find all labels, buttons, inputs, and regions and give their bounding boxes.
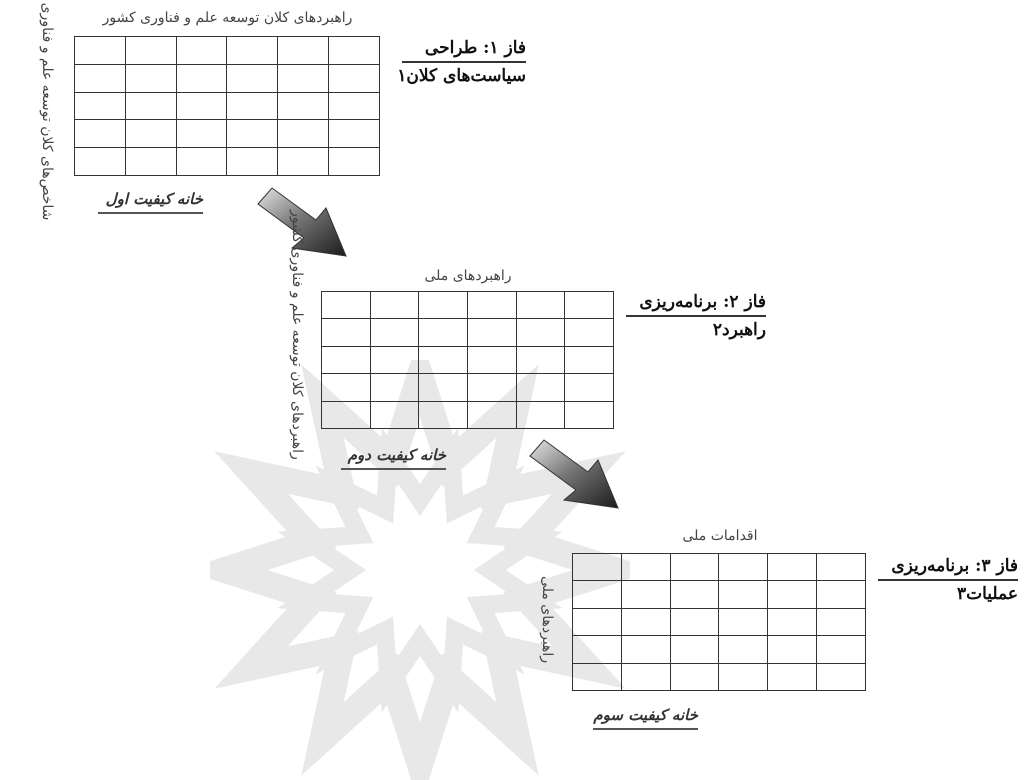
phase1-line2: سیاست‌های کلان۱ xyxy=(402,63,526,86)
phase3-line1: فاز ۳: برنامه‌ریزی xyxy=(878,556,1018,579)
matrix2-house-label: خانه کیفیت دوم xyxy=(341,446,446,464)
matrix-body xyxy=(322,292,614,429)
quality-matrix-3 xyxy=(572,553,866,691)
matrix3-house-label: خانه کیفیت سوم xyxy=(593,706,698,724)
matrix-body xyxy=(75,37,380,176)
matrix1-top-label: راهبردهای کلان توسعه علم و فناوری کشور xyxy=(75,10,380,26)
rosette-inner-star xyxy=(304,454,536,686)
matrix2-side-label: راهبردهای کلان توسعه علم و فناوری کشور xyxy=(254,290,310,460)
quality-matrix-2 xyxy=(321,291,614,429)
phase3-line2: عملیات۳ xyxy=(878,581,1018,604)
matrix1-house-underline xyxy=(98,212,203,214)
phase2-title: فاز ۲: برنامه‌ریزی راهبرد۲ xyxy=(626,292,766,340)
matrix3-top-label: اقدامات ملی xyxy=(574,528,866,544)
matrix1-house-label: خانه کیفیت اول xyxy=(98,190,203,208)
matrix3-side-label: راهبردهای ملی xyxy=(530,560,560,680)
matrix3-house-underline xyxy=(593,728,698,730)
phase2-line1: فاز ۲: برنامه‌ریزی xyxy=(626,292,766,315)
matrix2-top-label: راهبردهای ملی xyxy=(322,268,614,284)
arrow-down-right-icon xyxy=(524,434,628,514)
phase3-title: فاز ۳: برنامه‌ریزی عملیات۳ xyxy=(878,556,1018,604)
matrix-body xyxy=(573,554,866,691)
phase1-title: فاز ۱: طراحی سیاست‌های کلان۱ xyxy=(402,38,526,86)
matrix2-house-underline xyxy=(341,468,446,470)
phase2-line2: راهبرد۲ xyxy=(626,317,766,340)
phase1-line1: فاز ۱: طراحی xyxy=(402,38,526,61)
matrix1-side-label: شاخص‌های کلان توسعه علم و فناوری کشور xyxy=(6,40,60,220)
quality-matrix-1 xyxy=(74,36,380,176)
